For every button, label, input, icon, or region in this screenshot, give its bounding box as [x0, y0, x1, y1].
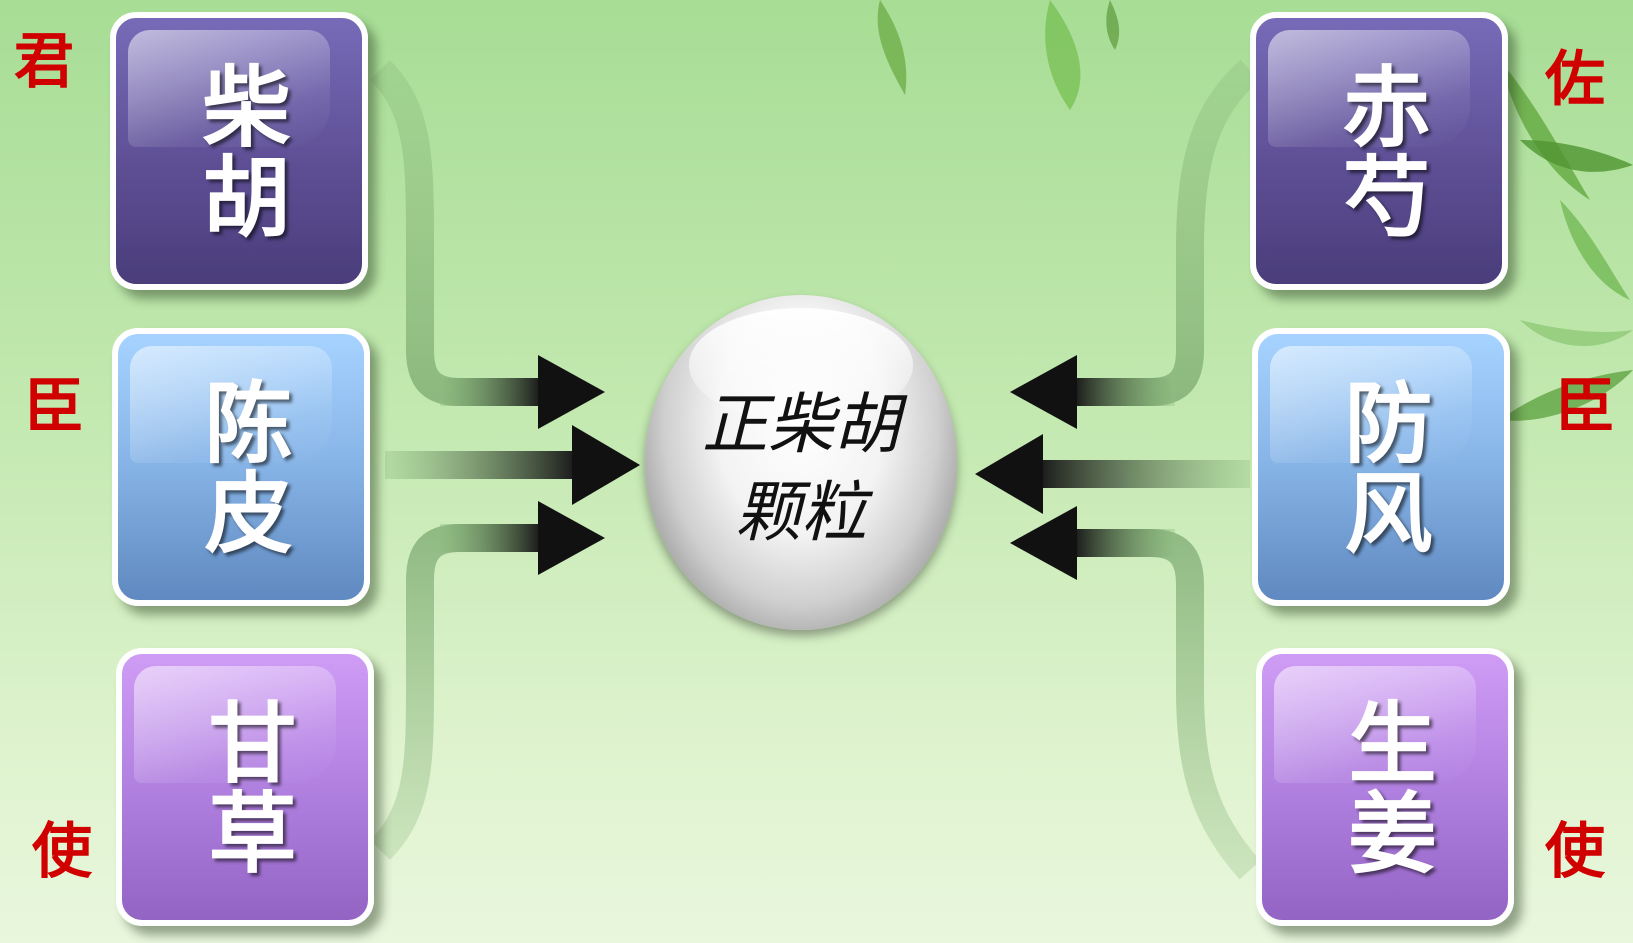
- connector-chishao: [1075, 59, 1260, 406]
- arrow-chenpi: [572, 425, 640, 505]
- herb-label-shengjiang: 生姜: [1334, 697, 1437, 877]
- role-label-shi-right: 使: [1545, 817, 1605, 887]
- arrow-chaihu: [538, 355, 605, 429]
- connector-chenpi: [385, 451, 575, 479]
- center-sphere: 正柴胡 颗粒: [645, 295, 957, 630]
- center-label-line2: 颗粒: [735, 474, 867, 551]
- arrow-shengjiang: [1010, 506, 1077, 580]
- herb-label-chaihu: 柴胡: [188, 61, 291, 241]
- herb-label-chishao: 赤芍: [1328, 61, 1431, 241]
- herb-label-gancao: 甘草: [194, 697, 297, 877]
- herb-label-fangfeng: 防风: [1330, 377, 1433, 557]
- herb-tile-fangfeng: 防风: [1252, 328, 1510, 606]
- role-label-shi-left: 使: [32, 817, 92, 887]
- role-label-jun: 君: [14, 27, 74, 97]
- center-label: 正柴胡 颗粒: [645, 381, 957, 557]
- connector-chaihu: [369, 60, 540, 406]
- herb-tile-shengjiang: 生姜: [1256, 648, 1514, 926]
- herb-tile-chaihu: 柴胡: [110, 12, 368, 290]
- connector-gancao: [369, 524, 540, 860]
- herb-label-chenpi: 陈皮: [190, 377, 293, 557]
- arrow-chishao: [1010, 355, 1077, 429]
- connector-shengjiang: [1075, 529, 1261, 880]
- arrow-gancao: [538, 501, 605, 575]
- arrow-fangfeng: [975, 434, 1043, 514]
- center-label-line1: 正柴胡: [702, 386, 900, 463]
- role-label-chen-left: 臣: [24, 372, 84, 442]
- role-label-zuo: 佐: [1545, 45, 1605, 115]
- connector-fangfeng: [1040, 460, 1250, 488]
- herb-tile-chishao: 赤芍: [1250, 12, 1508, 290]
- role-label-chen-right: 臣: [1555, 372, 1615, 442]
- herb-tile-gancao: 甘草: [116, 648, 374, 926]
- herb-tile-chenpi: 陈皮: [112, 328, 370, 606]
